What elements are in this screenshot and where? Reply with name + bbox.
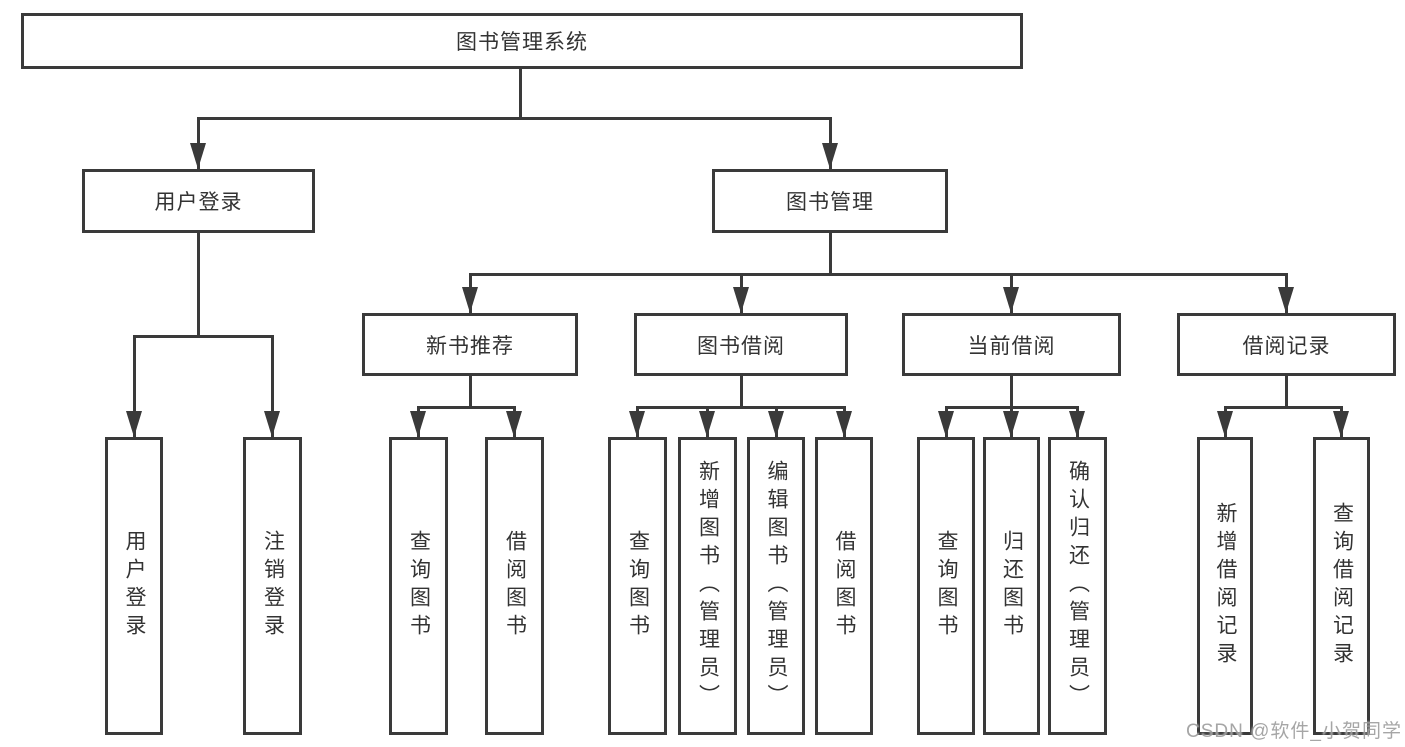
arrowhead-bookborrow	[733, 287, 749, 313]
arrowhead-br-add	[1217, 411, 1233, 437]
connector-drop-ul-logout	[271, 335, 274, 437]
connector-root-branch	[197, 117, 832, 120]
leaf-query-books-borrow: 查询图书	[608, 437, 667, 735]
node-label: 用户登录	[154, 191, 243, 214]
arrowhead-ul-login	[126, 411, 142, 437]
leaf-logout: 注销登录	[243, 437, 302, 735]
leaf-return-books: 归还图书	[983, 437, 1040, 735]
node-book-borrow: 图书借阅	[634, 313, 848, 376]
node-current-borrow: 当前借阅	[902, 313, 1121, 376]
leaf-user-login: 用户登录	[105, 437, 163, 735]
leaf-borrow-books: 借阅图书	[815, 437, 873, 735]
leaf-add-borrow-record: 新增借阅记录	[1197, 437, 1253, 735]
arrowhead-nbr-borrow	[506, 411, 522, 437]
node-label: 当前借阅	[967, 334, 1056, 358]
arrowhead-cb-confirm	[1069, 411, 1085, 437]
connector-br-branch	[1224, 406, 1342, 409]
arrowhead-bb-add	[699, 411, 715, 437]
arrowhead-newbookrec	[462, 287, 478, 313]
arrowhead-bb-borrow	[836, 411, 852, 437]
arrowhead-book-mgmt	[822, 143, 838, 169]
node-borrow-records: 借阅记录	[1177, 313, 1396, 376]
node-label: 新书推荐	[426, 334, 514, 358]
connector-drop-ul-login	[133, 335, 136, 437]
node-user-login: 用户登录	[82, 169, 315, 233]
node-label: 图书管理系统	[456, 31, 588, 54]
arrowhead-bb-edit	[768, 411, 784, 437]
node-root-system: 图书管理系统	[21, 13, 1023, 69]
connector-bookmgmt-stem	[829, 232, 832, 276]
connector-bb-branch	[636, 406, 845, 409]
arrowhead-ul-logout	[264, 411, 280, 437]
connector-root-stem	[519, 69, 522, 120]
connector-bookmgmt-branch	[469, 273, 1288, 276]
connector-nbr-branch	[417, 406, 516, 409]
node-label: 图书借阅	[697, 334, 785, 358]
arrowhead-cb-return	[1003, 411, 1019, 437]
connector-br-stem	[1285, 375, 1288, 409]
leaf-query-borrow-record: 查询借阅记录	[1313, 437, 1370, 735]
leaf-borrow-books-recommend: 借阅图书	[485, 437, 544, 735]
arrowhead-user-login	[190, 143, 206, 169]
node-new-book-recommend: 新书推荐	[362, 313, 578, 376]
connector-nbr-stem	[469, 375, 472, 409]
arrowhead-nbr-query	[410, 411, 426, 437]
leaf-query-books-current: 查询图书	[917, 437, 975, 735]
arrowhead-currentborrow	[1003, 287, 1019, 313]
arrowhead-cb-query	[938, 411, 954, 437]
connector-userlogin-stem	[197, 232, 200, 338]
leaf-query-books-recommend: 查询图书	[389, 437, 448, 735]
connector-bb-stem	[740, 375, 743, 409]
leaf-confirm-return-admin: 确认归还（管理员）	[1048, 437, 1107, 735]
arrowhead-bb-query	[629, 411, 645, 437]
connector-cb-stem	[1010, 375, 1013, 409]
arrowhead-br-query	[1333, 411, 1349, 437]
connector-userlogin-branch	[133, 335, 274, 338]
node-label: 借阅记录	[1242, 334, 1331, 358]
node-label: 图书管理	[786, 191, 874, 214]
leaf-edit-books-admin: 编辑图书（管理员）	[747, 437, 805, 735]
leaf-add-books-admin: 新增图书（管理员）	[678, 437, 737, 735]
node-book-management: 图书管理	[712, 169, 948, 233]
csdn-watermark: CSDN @软件_小贺同学	[1186, 721, 1402, 742]
arrowhead-borrowrecord	[1278, 287, 1294, 313]
